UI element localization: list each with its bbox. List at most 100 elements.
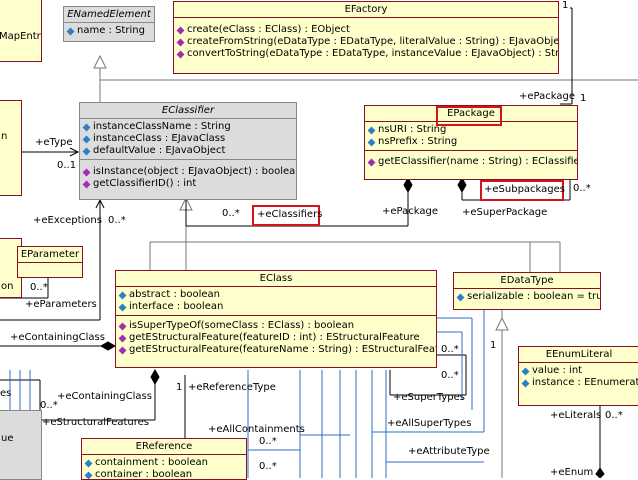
attribute-icon: [118, 291, 127, 299]
efactory-op-0: create(eClass : EClass) : EObject: [176, 24, 558, 36]
eenumliteral-attr-0: value : int: [521, 365, 638, 377]
eclass-attr-1: interface : boolean: [118, 301, 436, 313]
eclassifier-title: EClassifier: [80, 103, 296, 119]
label-many-ref: 0..*: [259, 461, 277, 472]
label-many-lit: 0..*: [605, 410, 623, 421]
ereference-attr-1: container : boolean: [84, 469, 246, 479]
eclassifier-class[interactable]: EClassifier instanceClassName : String i…: [79, 102, 297, 200]
epackage-class[interactable]: EPackage nsURI : String nsPrefix : Strin…: [364, 105, 578, 180]
epackage-attr-1: nsPrefix : String: [367, 136, 577, 148]
epackage-highlight: [436, 106, 502, 126]
operation-icon: [82, 180, 91, 188]
operation-icon: [176, 50, 185, 58]
eclassifier-attr-0: instanceClassName : String: [82, 121, 296, 133]
eclass-attr-0: abstract : boolean: [118, 289, 436, 301]
label-eexceptions: +eExceptions: [33, 215, 102, 226]
eclass-title: EClass: [116, 271, 436, 287]
attribute-icon: [84, 459, 93, 467]
ereference-class[interactable]: EReference containment : boolean contain…: [81, 438, 247, 480]
attribute-icon: [118, 303, 127, 311]
label-one-dt: 1: [490, 340, 497, 351]
eenumliteral-attr-1: instance : EEnumerato: [521, 377, 638, 389]
label-estructuralfeatures: +eStructuralFeatures: [42, 417, 150, 428]
label-one-top: 1: [562, 0, 569, 11]
operation-icon: [118, 346, 127, 354]
label-eclassifiers: +eClassifiers: [257, 209, 323, 220]
attribute-icon: [66, 27, 75, 35]
eparameter-title: EParameter: [18, 247, 82, 263]
attribute-icon: [82, 135, 91, 143]
attribute-icon: [521, 379, 530, 387]
label-ereferencetype: +eReferenceType: [188, 382, 276, 393]
eclassifier-op-0: isInstance(object : EJavaObject) : boole…: [82, 166, 296, 178]
label-one-pkg: 1: [580, 93, 587, 104]
eclass-op-1: getEStructuralFeature(featureID : int) :…: [118, 332, 436, 344]
eenumliteral-title: EEnumLiteral: [519, 347, 638, 363]
epackage-title: EPackage: [365, 106, 577, 122]
label-esubpackages: +eSubpackages: [484, 184, 565, 195]
label-econtainingclass: +eContainingClass: [10, 332, 105, 343]
attribute-icon: [367, 126, 376, 134]
label-many-st1: 0..*: [441, 344, 459, 355]
label-eallcontainments: +eAllContainments: [208, 424, 305, 435]
label-epackage-role: +ePackage: [519, 91, 575, 102]
label-one-ref: 1: [176, 382, 183, 393]
label-esuperpackage: +eSuperPackage: [462, 207, 548, 218]
enamedelement-class[interactable]: ENamedElement name : String: [63, 6, 155, 42]
edatatype-title: EDataType: [454, 273, 600, 289]
label-eallsupertypes: +eAllSuperTypes: [387, 418, 472, 429]
label-many-sub: 0..*: [573, 183, 591, 194]
label-many-st2: 0..*: [441, 370, 459, 381]
left-mapentry-class[interactable]: MapEntry: [0, 0, 42, 62]
edatatype-class[interactable]: EDataType serializable : boolean = true: [453, 272, 601, 310]
operation-icon: [176, 38, 185, 46]
left-es-label: es: [0, 388, 12, 399]
operation-icon: [82, 168, 91, 176]
left-ue-label: ue: [1, 433, 14, 444]
label-many-left: 0..*: [40, 400, 58, 411]
attribute-icon: [82, 147, 91, 155]
enamedelement-attr-0: name : String: [66, 25, 154, 37]
label-many-ac: 0..*: [259, 436, 277, 447]
left-n-class[interactable]: n: [0, 100, 22, 196]
label-many-par: 0..*: [30, 282, 48, 293]
operation-icon: [367, 158, 376, 166]
label-eattributetype: +eAttributeType: [408, 446, 490, 457]
label-etype: +eType: [35, 137, 73, 148]
eclassifier-op-1: getClassifierID() : int: [82, 178, 296, 190]
attribute-icon: [367, 138, 376, 146]
label-many-cls: 0..*: [222, 208, 240, 219]
epackage-op-0: getEClassifier(name : String) : EClassif…: [367, 156, 577, 168]
eclassifier-attr-2: defaultValue : EJavaObject: [82, 145, 296, 157]
left-n-label: n: [1, 131, 8, 142]
edatatype-attr-0: serializable : boolean = true: [456, 291, 600, 303]
label-eliterals: +eLiterals: [550, 410, 602, 421]
ereference-attr-0: containment : boolean: [84, 457, 246, 469]
eclass-op-2: getEStructuralFeature(featureName : Stri…: [118, 344, 436, 356]
efactory-title: EFactory: [174, 2, 558, 18]
label-esupertypes: +eSuperTypes: [393, 392, 466, 403]
label-econtainingclass2: +eContainingClass: [57, 391, 152, 402]
epackage-attr-0: nsURI : String: [367, 124, 577, 136]
attribute-icon: [521, 367, 530, 375]
attribute-icon: [82, 123, 91, 131]
ereference-title: EReference: [82, 439, 246, 455]
eclass-class[interactable]: EClass abstract : boolean interface : bo…: [115, 270, 437, 368]
label-zero-one: 0..1: [57, 160, 77, 171]
operation-icon: [118, 334, 127, 342]
enamedelement-title: ENamedElement: [64, 7, 154, 23]
eclassifiers-highlight: [252, 205, 320, 226]
left-on-label: on: [1, 281, 14, 292]
eenumliteral-class[interactable]: EEnumLiteral value : int instance : EEnu…: [518, 346, 638, 406]
eclass-op-0: isSuperTypeOf(someClass : EClass) : bool…: [118, 320, 436, 332]
esubpackages-highlight: [480, 180, 564, 201]
efactory-class[interactable]: EFactory create(eClass : EClass) : EObje…: [173, 1, 559, 74]
left-mapentry-label: MapEntry: [0, 31, 41, 42]
label-eenum: +eEnum: [550, 467, 594, 478]
efactory-op-1: createFromString(eDataType : EDataType, …: [176, 36, 558, 48]
attribute-icon: [456, 293, 465, 301]
eparameter-class[interactable]: EParameter: [17, 246, 83, 278]
label-many-exc: 0..*: [108, 215, 126, 226]
left-gray-class[interactable]: ue: [0, 410, 42, 480]
operation-icon: [176, 26, 185, 34]
